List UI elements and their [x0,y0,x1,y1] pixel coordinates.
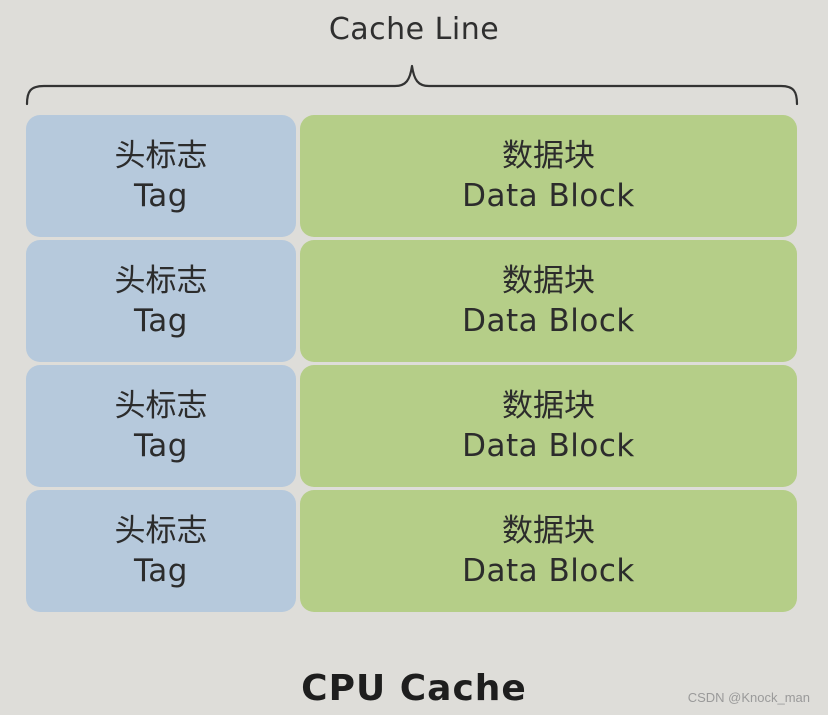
data-block-label-en: Data Block [462,553,635,589]
data-block-label-en: Data Block [462,178,635,214]
data-block-cell: 数据块 Data Block [300,240,797,362]
tag-label-en: Tag [134,553,188,589]
data-block-label-zh: 数据块 [502,138,595,174]
tag-label-zh: 头标志 [114,138,208,174]
data-block-cell: 数据块 Data Block [300,115,797,237]
cpu-cache-label: CPU Cache [301,668,527,709]
cache-line-label: Cache Line [328,12,500,47]
cache-line-brace [25,64,799,106]
data-block-label-zh: 数据块 [502,263,595,299]
watermark: CSDN @Knock_man [687,690,810,705]
tag-cell: 头标志 Tag [26,115,296,237]
data-block-label-zh: 数据块 [502,513,595,549]
tag-label-zh: 头标志 [114,388,208,424]
data-block-cell: 数据块 Data Block [300,365,797,487]
tag-cell: 头标志 Tag [26,240,296,362]
tag-label-zh: 头标志 [114,263,208,299]
data-block-label-en: Data Block [462,428,635,464]
tag-label-en: Tag [134,303,188,339]
data-block-label-en: Data Block [462,303,635,339]
tag-cell: 头标志 Tag [26,490,296,612]
tag-label-en: Tag [134,428,188,464]
tag-cell: 头标志 Tag [26,365,296,487]
tag-label-en: Tag [134,178,188,214]
data-block-cell: 数据块 Data Block [300,490,797,612]
tag-label-zh: 头标志 [114,513,208,549]
data-block-label-zh: 数据块 [502,388,595,424]
